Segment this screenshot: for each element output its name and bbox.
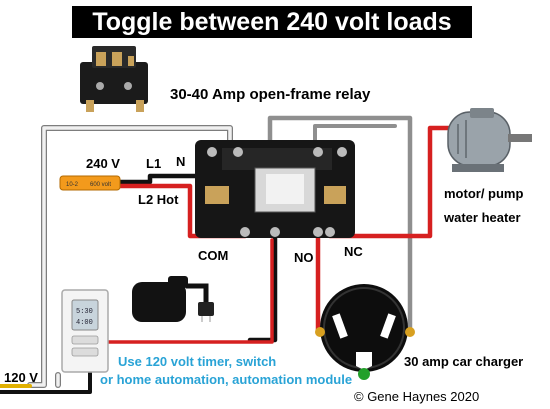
note-line-1: Use 120 volt timer, switch <box>118 354 277 369</box>
relay-photo <box>80 46 148 112</box>
com-label: COM <box>198 248 229 263</box>
smart-plug-icon <box>132 276 214 322</box>
no-label: NO <box>294 250 314 265</box>
copyright-text: © Gene Haynes 2020 <box>354 389 480 404</box>
timer-display-1: 5:30 <box>76 308 93 316</box>
black-wire-com <box>247 235 278 343</box>
red-wire-timer <box>94 238 274 344</box>
red-wire-nc <box>327 125 453 239</box>
black-wire-120 <box>0 368 92 394</box>
timer-display-2: 4:00 <box>76 319 93 327</box>
cable-240v: 10-2 600 volt <box>59 175 121 191</box>
timer-switch-icon: 5:30 4:00 <box>61 289 109 373</box>
motor-icon <box>447 108 532 172</box>
gray-wire-neutral <box>267 115 413 333</box>
supply-120-label: 120 V <box>4 370 38 385</box>
relay-contactor-block <box>195 140 355 238</box>
motor-pump-label: motor/ pump <box>444 186 524 201</box>
receptacle-icon <box>315 284 415 380</box>
wires <box>0 115 453 394</box>
cable-tag-text2: 600 volt <box>90 182 111 188</box>
water-heater-label: water heater <box>444 210 521 225</box>
supply-240-label: 240 V <box>86 156 120 171</box>
car-charger-label: 30 amp car charger <box>404 354 524 369</box>
nc-label: NC <box>344 244 363 259</box>
relay-label: 30-40 Amp open-frame relay <box>170 86 371 103</box>
note-line-2: or home automation, automation module <box>100 372 353 387</box>
page-title: Toggle between 240 volt loads <box>72 6 472 38</box>
l1-label: L1 <box>146 156 162 171</box>
l2-hot-label: L2 Hot <box>138 192 179 207</box>
n-label: N <box>176 154 186 169</box>
cable-tag-text: 10-2 <box>66 182 79 188</box>
